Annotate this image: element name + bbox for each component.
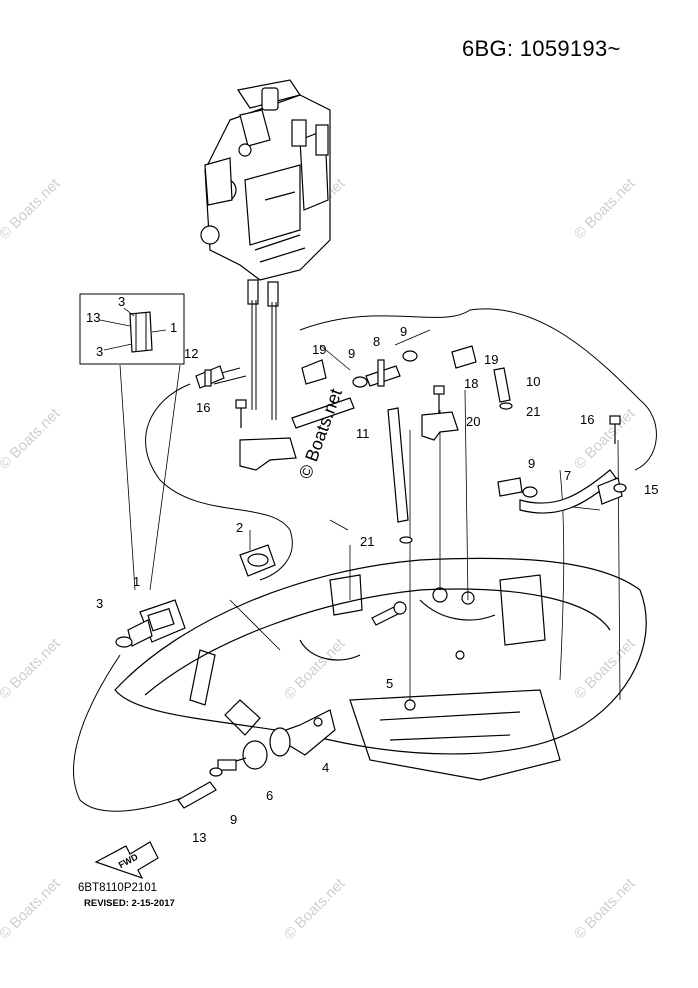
leader-lines [119, 329, 621, 701]
callout-9: 9 [230, 812, 237, 827]
drawing-number: 6BT8110P2101 [78, 882, 158, 894]
watermark: © Boats.net [0, 405, 64, 473]
part-9-clip [209, 350, 538, 777]
callout-21: 21 [526, 404, 540, 419]
callout-19: 19 [312, 342, 326, 357]
callout-labels: 1 2 3 4 5 6 7 8 9 9 9 9 10 11 12 13 15 1… [96, 324, 658, 845]
callout-16: 16 [196, 400, 210, 415]
callout-13: 13 [192, 830, 206, 845]
bottom-cowling [114, 557, 647, 781]
part-19-clamp [301, 345, 477, 385]
part-3-clip [115, 636, 133, 648]
callout-3: 3 [96, 596, 103, 611]
part-1-connector [127, 599, 186, 647]
watermark: © Boats.net [281, 635, 349, 703]
watermark: © Boats.net [571, 175, 639, 243]
inset-callout-3-bottom: 3 [96, 344, 103, 359]
callout-10: 10 [526, 374, 540, 389]
part-13-hose [177, 781, 217, 809]
part-11-hose [291, 397, 409, 523]
callout-11: 11 [356, 426, 370, 441]
part-7-hose [497, 469, 617, 514]
watermark: © Boats.net [571, 875, 639, 943]
watermark-layer: © Boats.net © Boats.net © Boats.net © Bo… [0, 175, 639, 943]
callout-16: 16 [580, 412, 594, 427]
part-18-bolt [433, 385, 445, 414]
inset-callout-3-top: 3 [118, 294, 125, 309]
part-6-nut [217, 740, 268, 771]
callout-4: 4 [322, 760, 329, 775]
watermark: © Boats.net [571, 635, 639, 703]
watermark: © Boats.net [0, 635, 64, 703]
part-21-o-ring [399, 402, 513, 544]
callout-7: 7 [564, 468, 571, 483]
part-5-bolt [371, 601, 407, 626]
callout-9: 9 [348, 346, 355, 361]
inset-detail: 3 13 1 3 [79, 293, 185, 365]
callout-2: 2 [236, 520, 243, 535]
part-17-bracket [239, 437, 297, 471]
center-watermark: © Boats.net [295, 386, 346, 481]
callout-5: 5 [386, 676, 393, 691]
fuel-hose-routing [73, 300, 657, 812]
callout-12: 12 [184, 346, 198, 361]
part-4-joint [269, 709, 336, 757]
watermark: © Boats.net [0, 175, 64, 243]
callout-21: 21 [360, 534, 374, 549]
part-16-bolt [235, 399, 621, 444]
callout-15: 15 [644, 482, 658, 497]
callout-8: 8 [373, 334, 380, 349]
callout-9: 9 [528, 456, 535, 471]
callout-20: 20 [466, 414, 480, 429]
part-15-clamp [597, 477, 627, 505]
watermark: © Boats.net [0, 875, 64, 943]
watermark: © Boats.net [281, 875, 349, 943]
inset-callout-13: 13 [86, 310, 100, 325]
inset-callout-1: 1 [170, 320, 177, 335]
part-12-joint [195, 365, 225, 389]
vapor-separator-assembly [200, 79, 331, 307]
callout-19: 19 [484, 352, 498, 367]
part-8-joint [365, 359, 401, 387]
callout-9: 9 [400, 324, 407, 339]
serial-range-label: 6BG: 1059193~ [462, 36, 621, 61]
revised-date: REVISED: 2-15-2017 [84, 898, 175, 909]
part-2-grommet [239, 544, 276, 577]
part-10-hose [493, 367, 511, 403]
callout-6: 6 [266, 788, 273, 803]
callout-1: 1 [133, 574, 140, 589]
part-20-bracket [421, 411, 459, 441]
callout-18: 18 [464, 376, 478, 391]
fwd-arrow-icon: FWD [94, 841, 159, 880]
